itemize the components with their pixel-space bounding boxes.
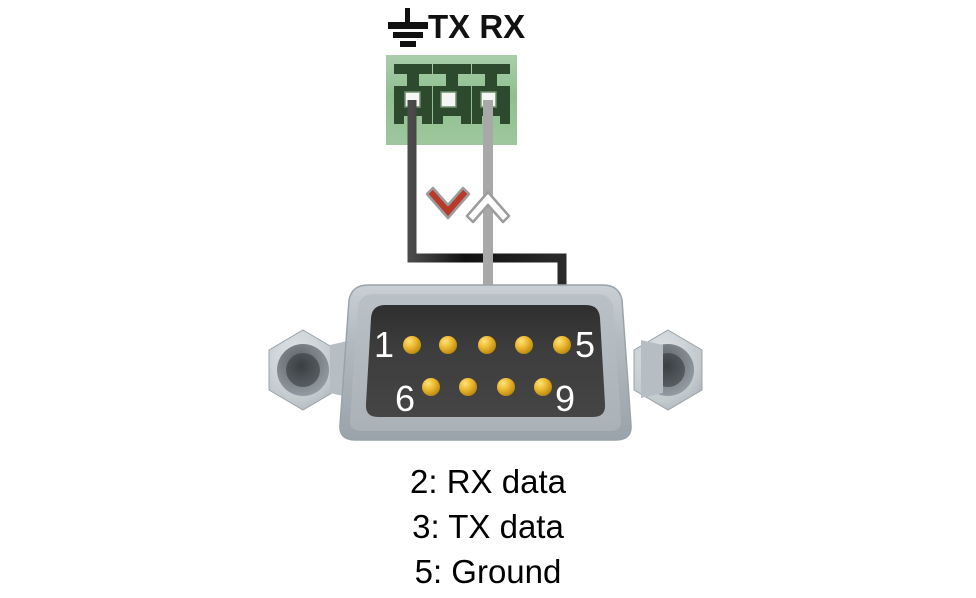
pin-label-1: 1: [374, 324, 394, 365]
legend-row-rx: 2: RX data: [410, 463, 567, 500]
right-lug-tab: [641, 340, 663, 398]
pin-3: [478, 336, 496, 354]
pin-6: [422, 378, 440, 396]
tx-direction-arrow: [425, 186, 471, 220]
rx-direction-arrow: [465, 190, 511, 224]
pin-4: [515, 336, 533, 354]
pin-2: [439, 336, 457, 354]
legend-row-tx: 3: TX data: [412, 508, 564, 545]
pin-5: [553, 336, 571, 354]
pin-row-top: [403, 336, 571, 354]
legend-row-ground: 5: Ground: [415, 553, 562, 590]
pin-label-5: 5: [575, 324, 595, 365]
pin-9: [534, 378, 552, 396]
pin-1: [403, 336, 421, 354]
pin-8: [497, 378, 515, 396]
pin-label-6: 6: [395, 378, 415, 419]
db9-connector: 1 5 6 9: [339, 284, 632, 441]
pin-label-9: 9: [555, 378, 575, 419]
left-screw-lug: [268, 329, 338, 411]
txrx-label: TX RX: [428, 8, 525, 45]
pinout-legend: 2: RX data 3: TX data 5: Ground: [410, 463, 567, 590]
pin-row-bottom: [422, 378, 552, 396]
earth-ground-icon: [388, 8, 428, 47]
pin-7: [459, 378, 477, 396]
